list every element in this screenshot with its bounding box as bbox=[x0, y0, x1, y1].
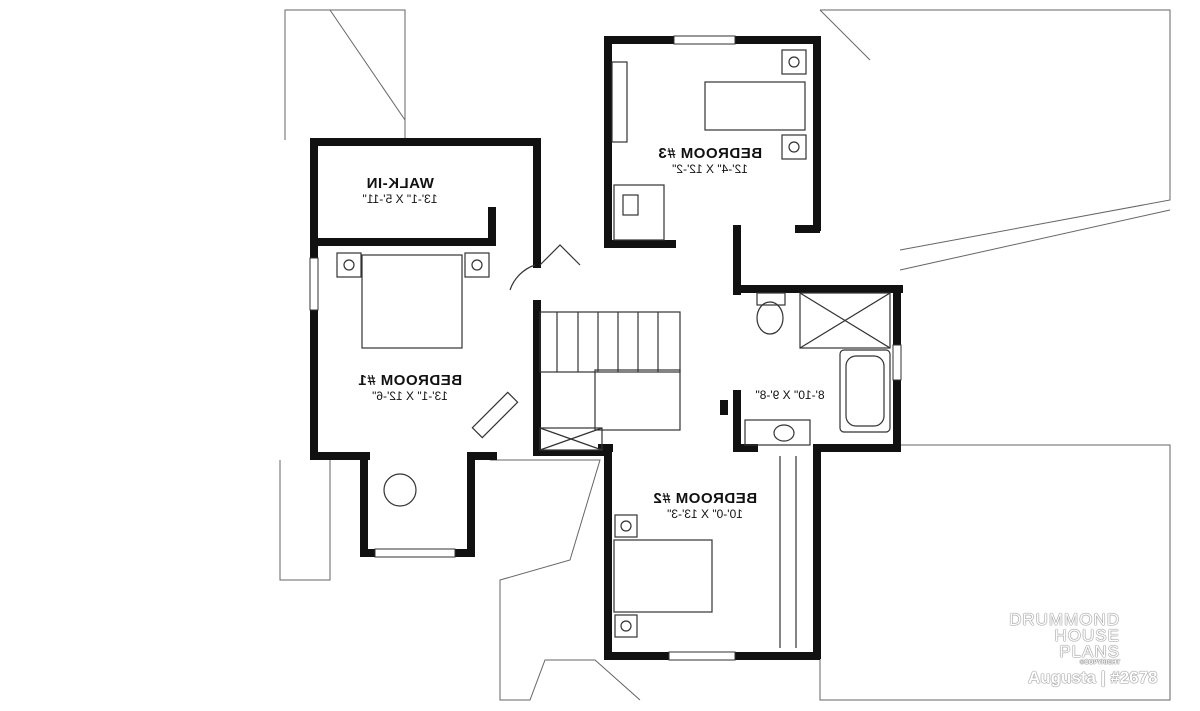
logo-line2: HOUSE PLANS bbox=[1054, 626, 1120, 661]
walk-in-name: WALK-IN bbox=[366, 175, 434, 192]
walls bbox=[310, 36, 903, 660]
walk-in-dims: 13'-1" X 5'-11" bbox=[362, 192, 438, 206]
bedroom2-label: BEDROOM #2 10'-0" X 13'-3" bbox=[635, 490, 775, 521]
brand-logo: DRUMMOND HOUSE PLANS ©COPYRIGHT Augusta … bbox=[1000, 610, 1160, 688]
bedroom1-label: BEDROOM #1 13'-1" X 12'-6" bbox=[340, 372, 480, 403]
bathroom-dims: 8'-10" X 9'-8" bbox=[755, 388, 825, 402]
bedroom3-label: BEDROOM #3 12'-4" X 12'-2" bbox=[640, 145, 780, 176]
fixtures bbox=[336, 49, 891, 648]
bedroom3-dims: 12'-4" X 12'-2" bbox=[672, 162, 748, 176]
bathroom-label: 8'-10" X 9'-8" bbox=[745, 388, 835, 402]
logo-line1: DRUMMOND bbox=[1009, 610, 1120, 629]
plan-label: Augusta | #2678 bbox=[1028, 668, 1158, 687]
logo-copyright: ©COPYRIGHT bbox=[1079, 660, 1120, 666]
bedroom2-dims: 10'-0" X 13'-3" bbox=[667, 507, 743, 521]
bedroom3-name: BEDROOM #3 bbox=[657, 145, 763, 162]
bedroom1-dims: 13'-1" X 12'-6" bbox=[372, 389, 448, 403]
windows bbox=[309, 35, 902, 661]
roof-outlines bbox=[279, 9, 1171, 701]
bedroom1-name: BEDROOM #1 bbox=[357, 372, 463, 389]
bedroom2-name: BEDROOM #2 bbox=[652, 490, 758, 507]
walk-in-label: WALK-IN 13'-1" X 5'-11" bbox=[330, 175, 470, 206]
